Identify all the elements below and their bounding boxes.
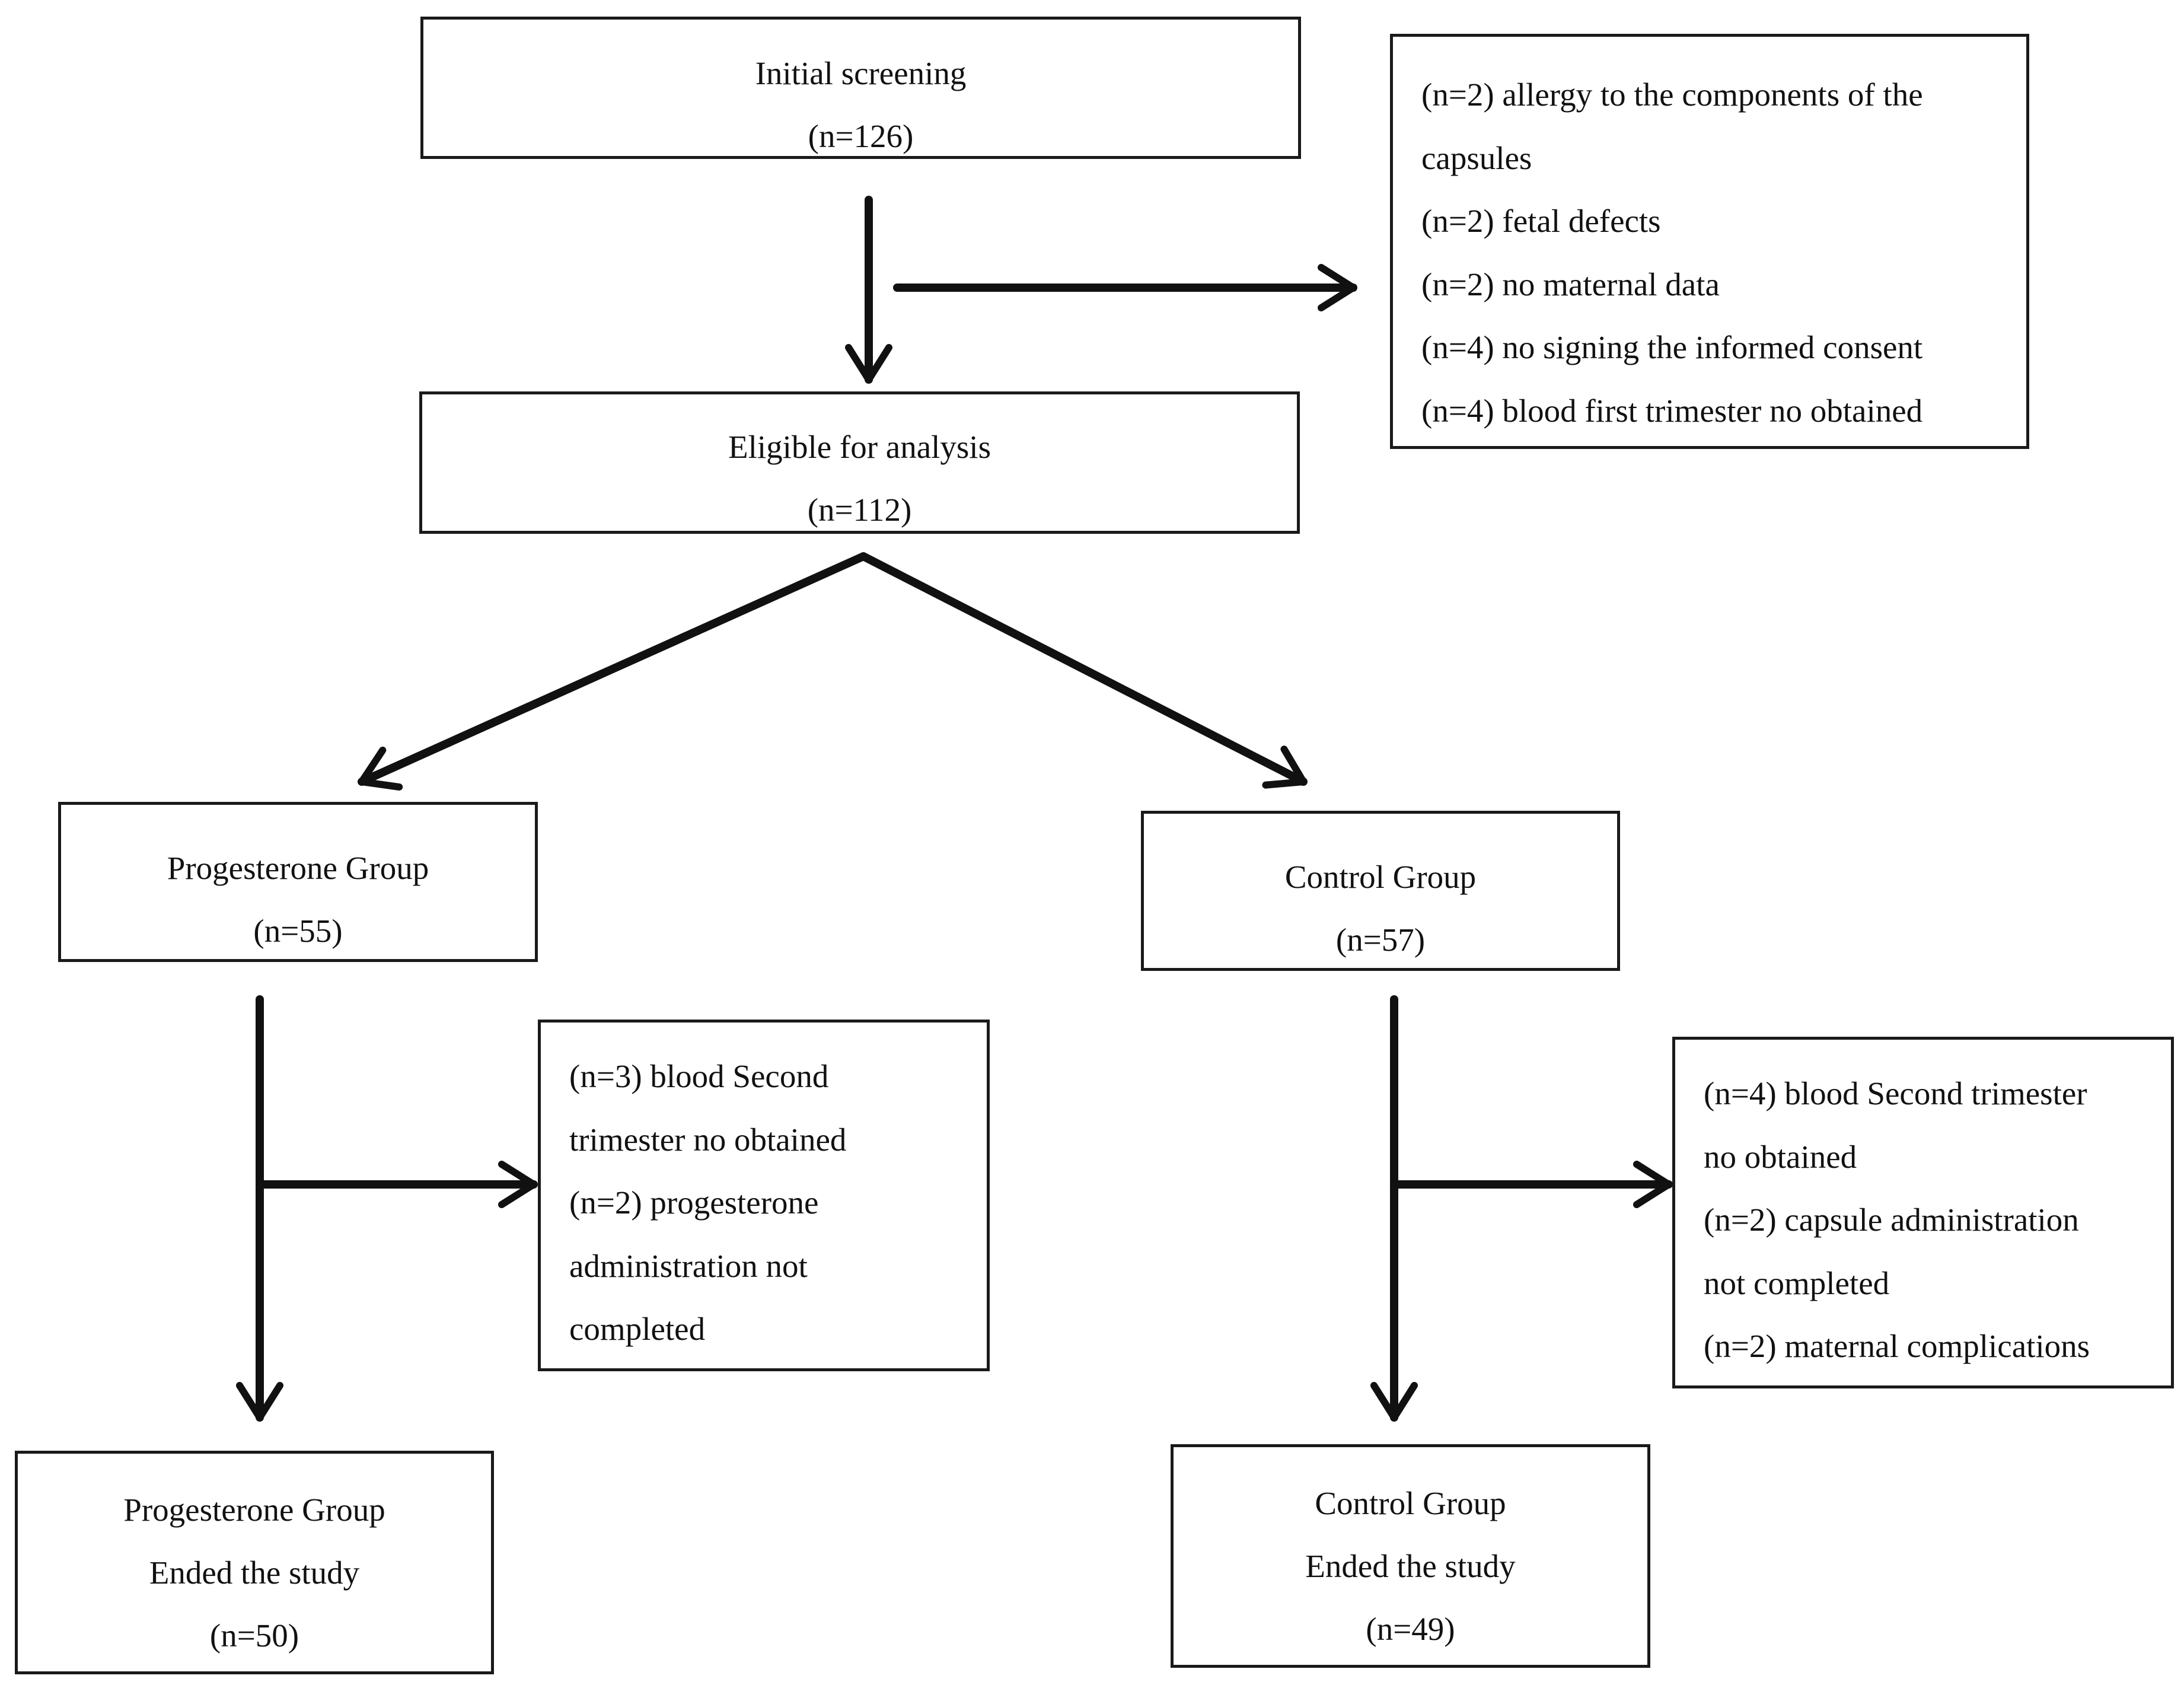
initial-screening-count: (n=126) bbox=[808, 118, 914, 154]
control-group-count: (n=57) bbox=[1335, 922, 1426, 958]
progesterone-end-subtitle: Ended the study bbox=[149, 1555, 360, 1591]
progesterone-end-title: Progesterone Group bbox=[123, 1492, 385, 1528]
control-end-count: (n=49) bbox=[1366, 1611, 1455, 1647]
exclusion-item: trimester no obtained bbox=[569, 1121, 847, 1158]
exclusion-item: (n=2) capsule administration bbox=[1704, 1202, 2079, 1238]
initial-screening-box: Initial screening (n=126) bbox=[420, 17, 1301, 159]
control-group-title: Control Group bbox=[1284, 859, 1477, 895]
progesterone-exclusions-box: (n=3) blood Second trimester no obtained… bbox=[538, 1020, 990, 1371]
exclusion-item: completed bbox=[569, 1311, 706, 1347]
progesterone-group-box: Progesterone Group (n=55) bbox=[58, 802, 538, 962]
exclusion-item: (n=2) no maternal data bbox=[1421, 266, 1720, 302]
exclusion-item: (n=2) allergy to the components of the bbox=[1421, 77, 1923, 113]
exclusion-item: (n=2) progesterone bbox=[569, 1184, 819, 1221]
exclusion-item: (n=3) blood Second bbox=[569, 1058, 829, 1094]
eligible-count: (n=112) bbox=[807, 492, 912, 528]
exclusion-item: not completed bbox=[1704, 1264, 1890, 1301]
exclusion-item: no obtained bbox=[1704, 1138, 1857, 1175]
initial-exclusions-box: (n=2) allergy to the components of the c… bbox=[1390, 34, 2029, 449]
exclusion-item: (n=4) blood Second trimester bbox=[1704, 1075, 2087, 1111]
control-end-title: Control Group bbox=[1315, 1485, 1506, 1521]
control-end-subtitle: Ended the study bbox=[1305, 1548, 1516, 1584]
arrow-eligible-to-control bbox=[859, 552, 1308, 789]
progesterone-group-title: Progesterone Group bbox=[167, 850, 429, 886]
exclusion-item: (n=4) no signing the informed consent bbox=[1421, 329, 1923, 365]
control-exclusions-box: (n=4) blood Second trimester no obtained… bbox=[1672, 1037, 2174, 1388]
exclusion-item: (n=2) maternal complications bbox=[1704, 1328, 2090, 1364]
progesterone-group-count: (n=55) bbox=[253, 913, 343, 949]
eligible-title: Eligible for analysis bbox=[728, 429, 991, 465]
arrow-eligible-to-progesterone bbox=[358, 552, 868, 791]
progesterone-end-box: Progesterone Group Ended the study (n=50… bbox=[15, 1451, 494, 1674]
exclusion-item: administration not bbox=[569, 1247, 808, 1284]
progesterone-end-count: (n=50) bbox=[209, 1617, 299, 1654]
exclusion-item: (n=4) blood first trimester no obtained bbox=[1421, 392, 1923, 429]
control-group-box: Control Group (n=57) bbox=[1141, 811, 1620, 971]
eligible-box: Eligible for analysis (n=112) bbox=[419, 391, 1300, 534]
initial-screening-title: Initial screening bbox=[755, 55, 967, 91]
control-end-box: Control Group Ended the study (n=49) bbox=[1171, 1444, 1650, 1668]
exclusion-item: (n=2) fetal defects bbox=[1421, 203, 1661, 239]
exclusion-item: capsules bbox=[1421, 139, 1532, 176]
